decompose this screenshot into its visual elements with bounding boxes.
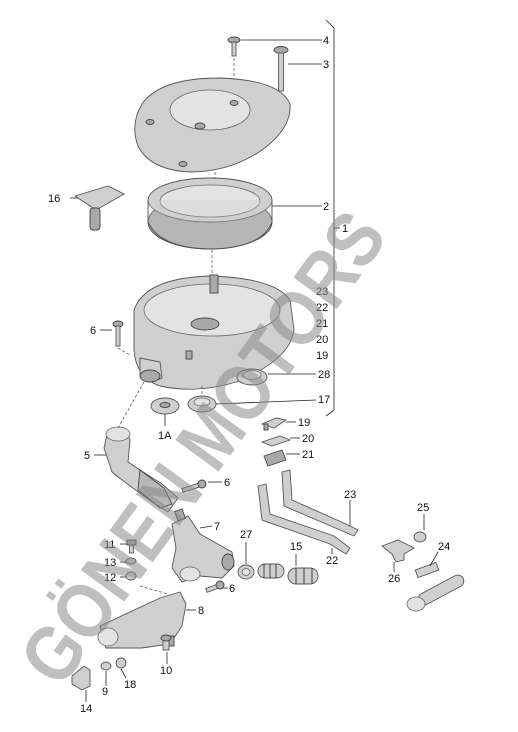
callout-1: 1 <box>342 223 348 235</box>
bolt-11 <box>126 539 137 554</box>
ring-18 <box>115 657 127 669</box>
intake-hose-5 <box>103 426 179 513</box>
callout-22-b: 22 <box>326 555 338 567</box>
callout-21-a: 21 <box>316 318 328 330</box>
bellows-15 <box>257 563 319 585</box>
callout-6-b: 6 <box>224 477 230 489</box>
callout-26: 26 <box>388 573 400 585</box>
manifold-7 <box>171 508 235 583</box>
callout-15: 15 <box>290 541 302 553</box>
callout-17: 17 <box>318 394 330 406</box>
callout-14: 14 <box>80 703 92 715</box>
callout-6-c: 6 <box>229 583 235 595</box>
connector-26 <box>381 539 415 563</box>
callout-23-b: 23 <box>344 489 356 501</box>
callout-5: 5 <box>84 450 90 462</box>
parts-illustration <box>71 36 465 691</box>
callout-10: 10 <box>160 665 172 677</box>
fitting-10 <box>160 634 172 651</box>
air-filter-element <box>147 177 273 250</box>
part-21 <box>263 449 287 467</box>
callout-20-a: 20 <box>316 334 328 346</box>
callout-19-b: 19 <box>298 417 310 429</box>
callout-7: 7 <box>214 521 220 533</box>
washer-13 <box>125 557 137 565</box>
callout-2: 2 <box>323 201 329 213</box>
vent-tube-23 <box>281 469 359 537</box>
air-filter-lid <box>134 77 291 173</box>
callout-19-a: 19 <box>316 350 328 362</box>
screw-6-a <box>112 320 124 347</box>
part-19 <box>260 417 288 431</box>
part-20 <box>260 435 292 447</box>
clamp-27 <box>237 564 255 580</box>
callout-16: 16 <box>48 193 60 205</box>
callout-23-a: 23 <box>316 286 328 298</box>
callout-24: 24 <box>438 541 450 553</box>
watermark-text: GÖNEN MOTORS <box>3 195 403 700</box>
callout-11: 11 <box>104 539 115 551</box>
callout-6-a: 6 <box>90 325 96 337</box>
callout-27: 27 <box>240 529 252 541</box>
valve-24 <box>406 561 465 612</box>
callout-9: 9 <box>102 686 108 698</box>
air-filter-housing <box>133 274 295 390</box>
bracket-14 <box>71 665 91 691</box>
washer-9 <box>100 661 112 671</box>
cap-25 <box>413 531 427 543</box>
callout-20-b: 20 <box>302 433 314 445</box>
screw-6-c <box>205 580 225 593</box>
callout-1A: 1A <box>158 430 172 442</box>
grommet-28 <box>236 368 268 386</box>
nut-12 <box>125 571 137 581</box>
screw-4 <box>227 36 241 57</box>
screw-6-b <box>181 479 207 493</box>
leader-lines <box>70 19 439 702</box>
screw-3 <box>273 46 289 92</box>
callout-12: 12 <box>104 572 116 584</box>
callout-8: 8 <box>198 605 204 617</box>
callout-13: 13 <box>104 557 116 569</box>
vent-tube-22 <box>257 483 351 555</box>
callout-21-b: 21 <box>302 449 314 461</box>
callout-3: 3 <box>323 59 329 71</box>
callout-4: 4 <box>323 35 329 47</box>
clip-16 <box>73 185 125 231</box>
callout-labels: 4 3 2 1 16 23 22 21 20 19 28 17 6 1A 5 6… <box>48 35 450 715</box>
callout-25: 25 <box>417 502 429 514</box>
callout-28: 28 <box>318 369 330 381</box>
callout-18: 18 <box>124 679 136 691</box>
callout-22-a: 22 <box>316 302 328 314</box>
